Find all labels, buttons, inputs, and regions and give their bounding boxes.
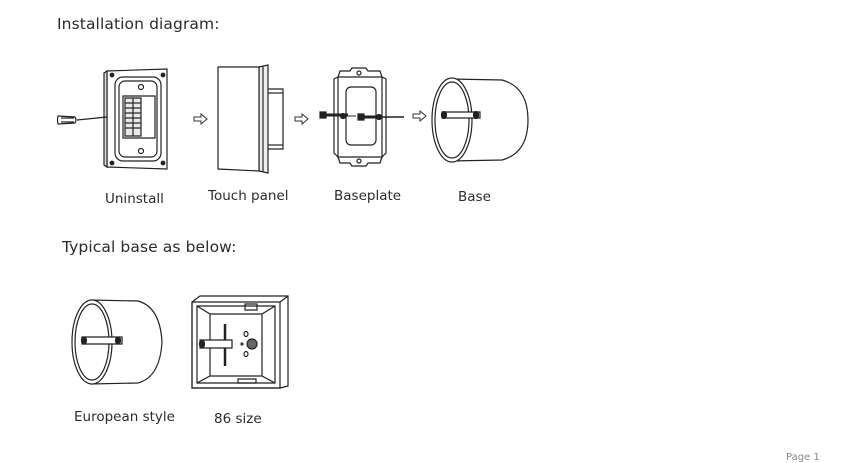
- step-label-touch-panel: Touch panel: [208, 188, 289, 204]
- arrow-right-icon: [412, 110, 428, 122]
- arrow-right-icon: [193, 113, 209, 125]
- european-base-illustration-icon: [70, 297, 165, 387]
- step-label-base: Base: [458, 189, 491, 205]
- 86-size-base-illustration-icon: [190, 294, 290, 389]
- installation-heading: Installation diagram:: [57, 15, 220, 33]
- touch-panel-illustration-icon: [215, 63, 290, 175]
- base-illustration-icon: [430, 75, 530, 165]
- page-number: Page 1: [786, 452, 820, 463]
- base-label-86-size: 86 size: [214, 411, 262, 427]
- typical-base-heading: Typical base as below:: [62, 238, 237, 256]
- base-label-european: European style: [74, 409, 175, 425]
- arrow-right-icon: [294, 113, 310, 125]
- baseplate-illustration-icon: [318, 65, 408, 170]
- step-label-uninstall: Uninstall: [105, 191, 164, 207]
- uninstall-illustration-icon: [55, 65, 175, 175]
- step-label-baseplate: Baseplate: [334, 188, 402, 204]
